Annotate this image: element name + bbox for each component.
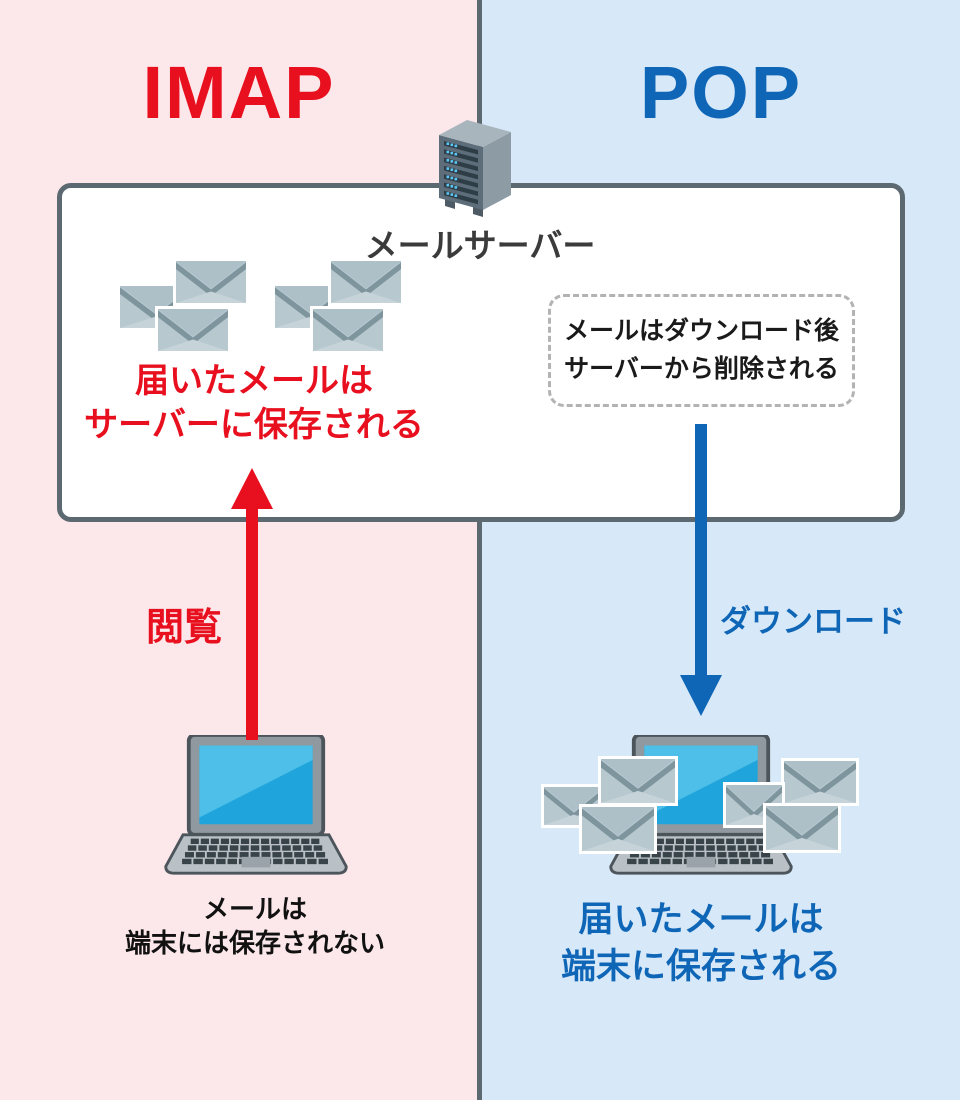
up-arrow-icon (230, 468, 274, 740)
envelope-icon (598, 756, 678, 806)
pop-device-caption-line2: 端末に保存される (560, 946, 841, 986)
envelope-icon (155, 306, 231, 354)
envelope-icon (763, 803, 841, 853)
pop-delete-note-line1: メールはダウンロード後 (563, 317, 839, 345)
pop-title: POP (639, 51, 803, 134)
imap-arrow-label: 閲覧 (146, 607, 223, 649)
down-arrow-icon (679, 424, 723, 716)
pop-device-caption: 届いたメールは 端末に保存される (520, 897, 882, 990)
imap-server-caption-line2: サーバーに保存される (84, 405, 424, 444)
imap-server-caption-line1: 届いたメールは (135, 362, 373, 400)
pop-device-caption-line1: 届いたメールは (578, 900, 824, 939)
imap-server-caption: 届いたメールは サーバーに保存される (58, 360, 450, 447)
imap-device-caption: メールは 端末には保存されない (95, 893, 415, 961)
imap-device-caption-line1: メールは (202, 894, 307, 924)
laptop-icon (160, 735, 352, 877)
server-label: メールサーバー (364, 227, 596, 264)
imap-device-caption-line2: 端末には保存されない (124, 927, 385, 958)
envelope-icon (781, 758, 859, 806)
panel-divider (477, 0, 482, 1100)
pop-delete-note: メールはダウンロード後 サーバーから削除される (548, 294, 855, 407)
pop-arrow-label: ダウンロード (720, 604, 906, 639)
envelope-icon (579, 804, 657, 854)
envelope-icon (310, 306, 386, 354)
envelope-icon (173, 258, 249, 306)
pop-delete-note-line2: サーバーから削除される (564, 354, 839, 383)
server-icon (437, 107, 513, 219)
envelope-icon (328, 258, 404, 306)
imap-title: IMAP (142, 51, 336, 134)
